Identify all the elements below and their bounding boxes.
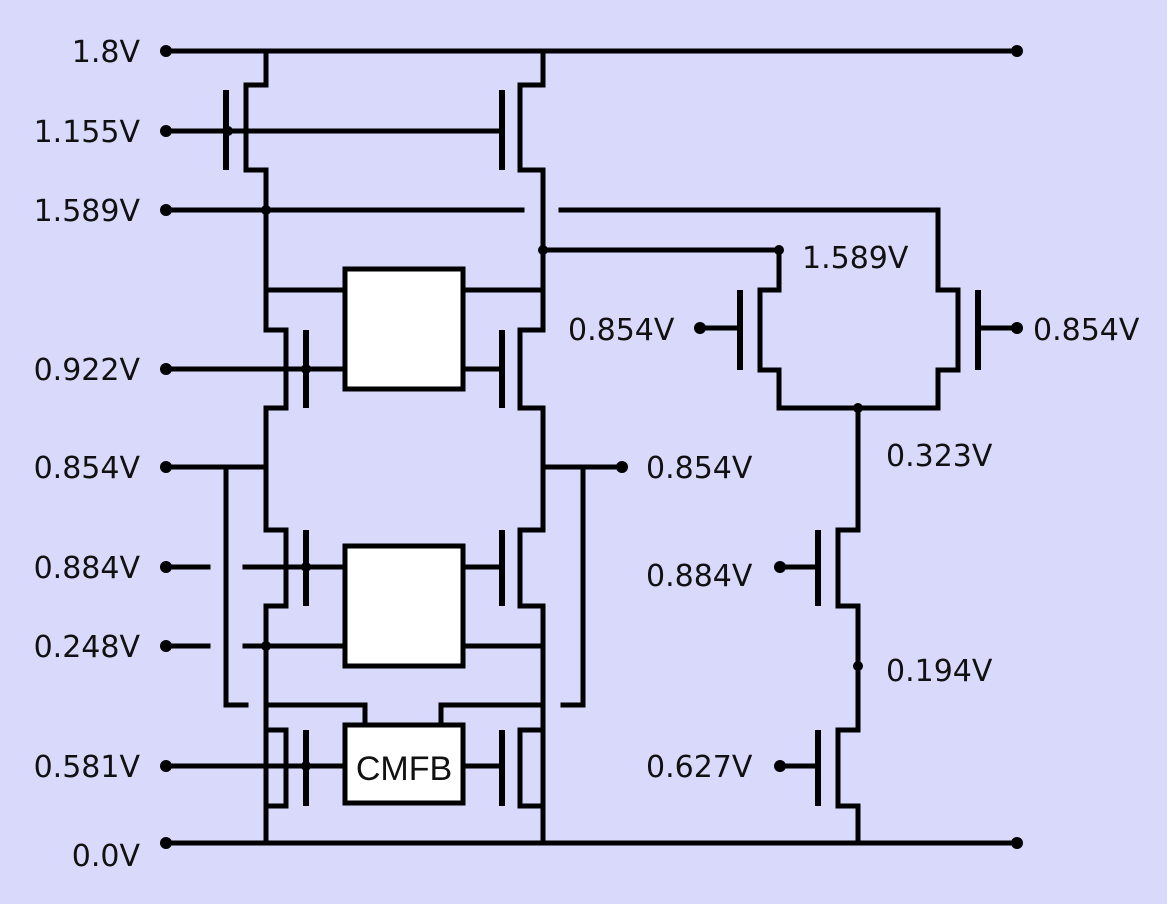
label-gate-right: 0.854V [1033,313,1140,348]
lower-cascode [160,527,546,846]
label-node-323: 0.323V [886,439,993,474]
ground-rail [160,837,1023,849]
label-node-194: 0.194V [886,654,993,689]
label-input-top: 0.922V [34,353,141,388]
label-out-854: 0.854V [646,451,753,486]
lower-block [342,543,466,669]
label-vdd: 1.8V [72,35,141,70]
upper-cascode [160,266,546,533]
label-tail: 0.581V [34,750,141,785]
right-branch [538,167,941,846]
cmfb-label: CMFB [356,750,452,788]
label-gate-627: 0.627V [646,750,753,785]
label-node-1589: 1.589V [802,241,909,276]
pmos-load-pair [160,48,546,293]
label-gate-left: 0.854V [568,313,675,348]
cmfb-block [342,722,466,806]
tail-stage: CMFB [160,702,546,809]
cm-feedback-wires [160,461,628,708]
bias-1589-line [160,204,1023,411]
label-cm: 0.854V [34,451,141,486]
label-bias-248: 0.248V [34,630,141,665]
label-gate-884: 0.884V [646,559,753,594]
label-bias-top: 1.589V [34,194,141,229]
vdd-rail [160,45,1023,57]
label-bias-884: 0.884V [34,551,141,586]
label-gnd: 0.0V [72,839,141,874]
upper-block [342,266,466,392]
label-bias-pmos: 1.155V [34,115,141,150]
